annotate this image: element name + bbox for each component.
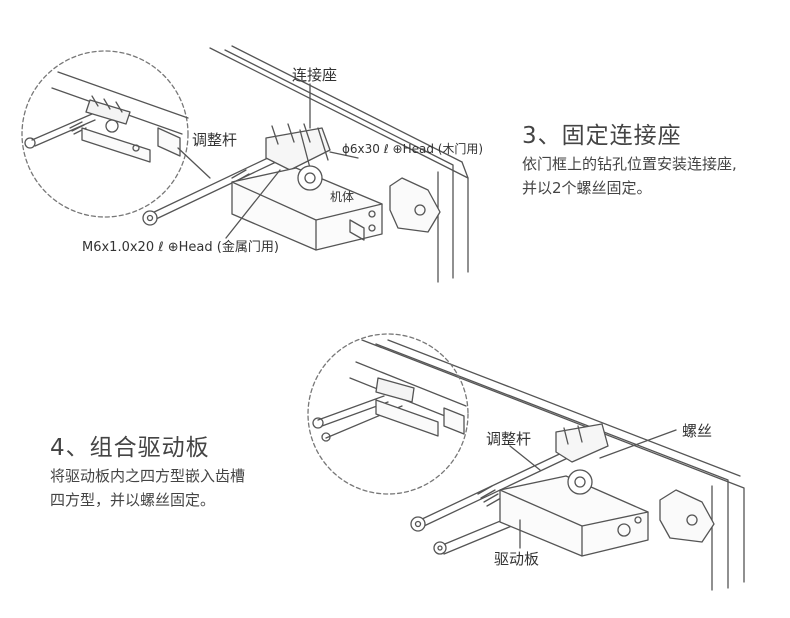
- label-adjust-rod: 调整杆: [192, 131, 238, 149]
- bottom-door-frame: [361, 339, 745, 591]
- bottom-hinge-block: [659, 489, 715, 543]
- top-door-frame: [209, 45, 469, 283]
- bottom-adjust-rod-line: [410, 449, 573, 532]
- bottom-closer-body: [499, 469, 649, 557]
- label-wood-screw: ϕ6x30 ℓ ⊕Head (木门用): [342, 142, 484, 156]
- step4-desc-line2: 四方型，并以螺丝固定。: [50, 491, 216, 509]
- label-adjust-rod-bottom: 调整杆: [486, 430, 532, 448]
- label-screw: 螺丝: [682, 422, 713, 440]
- label-connector: 连接座: [292, 66, 338, 84]
- step3-title: 3、固定连接座: [522, 123, 682, 149]
- top-adjust-rod-line: [142, 155, 277, 226]
- bottom-magnifier-circle: [307, 333, 469, 495]
- top-magnifier-circle: [21, 50, 189, 218]
- top-connector-bracket: [265, 123, 331, 171]
- step3-desc-line2: 并以2个螺丝固定。: [522, 179, 652, 197]
- step4-title: 4、组合驱动板: [50, 435, 210, 461]
- bottom-connector-bracket: [555, 423, 609, 463]
- top-hinge-block: [389, 177, 441, 233]
- label-body: 机体: [330, 190, 355, 204]
- step4-desc-line1: 将驱动板内之四方型嵌入齿槽: [50, 467, 246, 485]
- label-metal-screw: M6x1.0x20 ℓ ⊕Head (金属门用): [82, 240, 279, 255]
- label-drive-plate: 驱动板: [494, 550, 540, 568]
- top-closer-body: [231, 165, 383, 251]
- step3-desc-line1: 依门框上的钻孔位置安装连接座,: [522, 155, 737, 173]
